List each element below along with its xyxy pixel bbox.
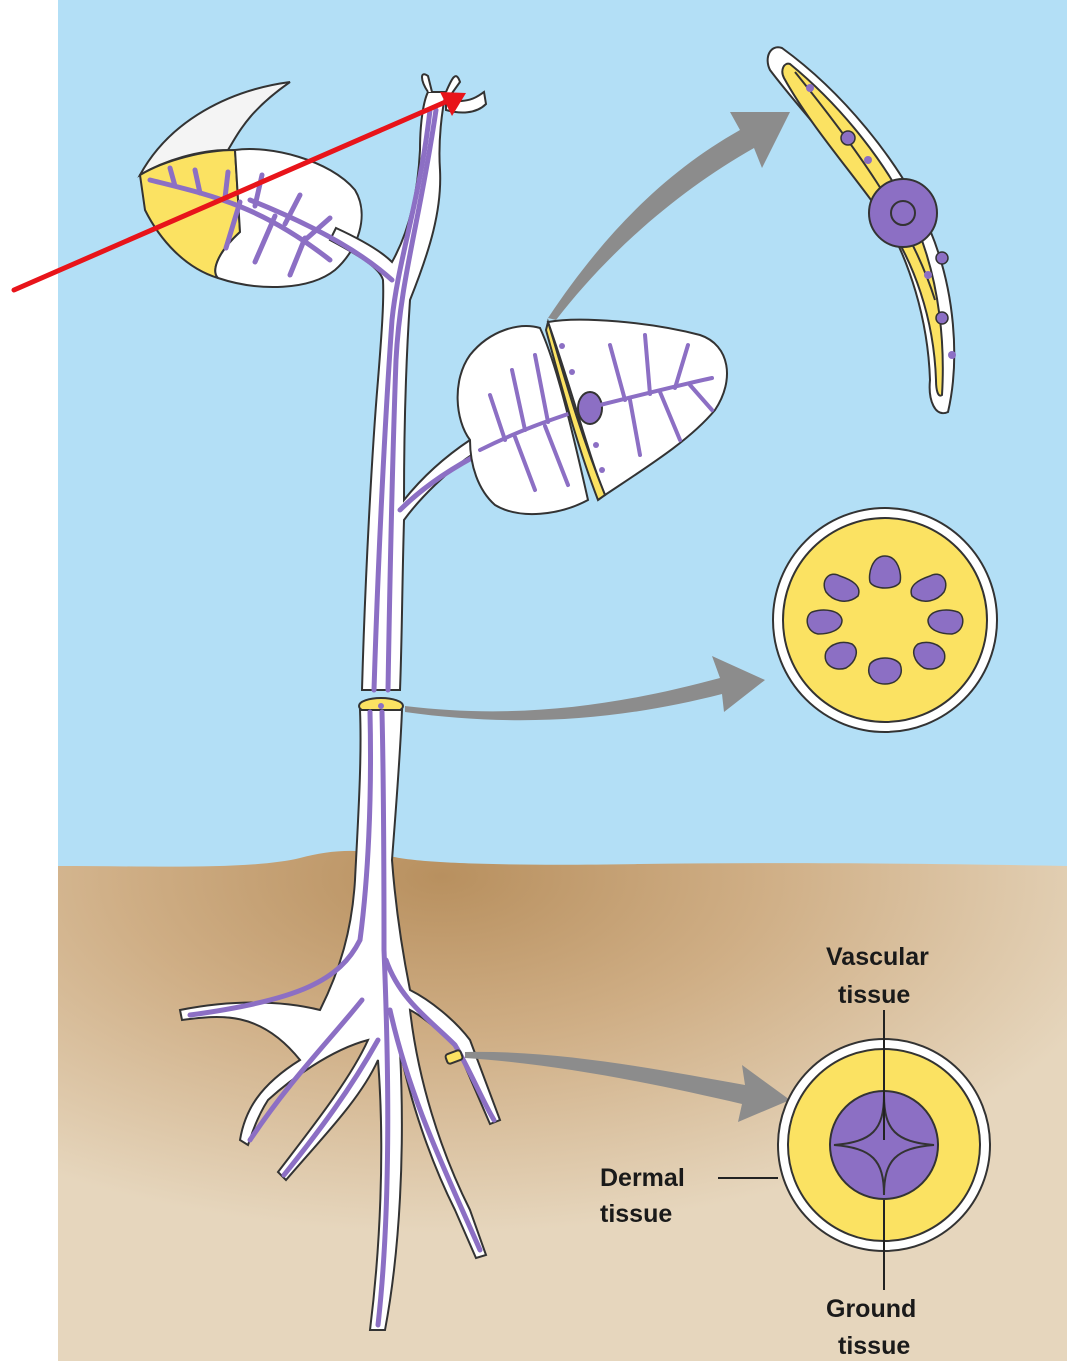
ground-tissue-label: tissue — [838, 1332, 910, 1360]
vascular-bundle — [869, 658, 901, 684]
stem-cross-section — [773, 508, 997, 732]
leaf-vascular-bundle — [869, 179, 937, 247]
dermal-tissue-label: tissue — [600, 1200, 672, 1228]
vascular-bundle — [870, 556, 901, 588]
vascular-tissue-label: tissue — [838, 981, 910, 1009]
ground-tissue-label: Ground — [826, 1295, 916, 1323]
vascular-tissue-label: Vascular — [826, 943, 929, 971]
dermal-tissue-label: Dermal — [600, 1164, 685, 1192]
